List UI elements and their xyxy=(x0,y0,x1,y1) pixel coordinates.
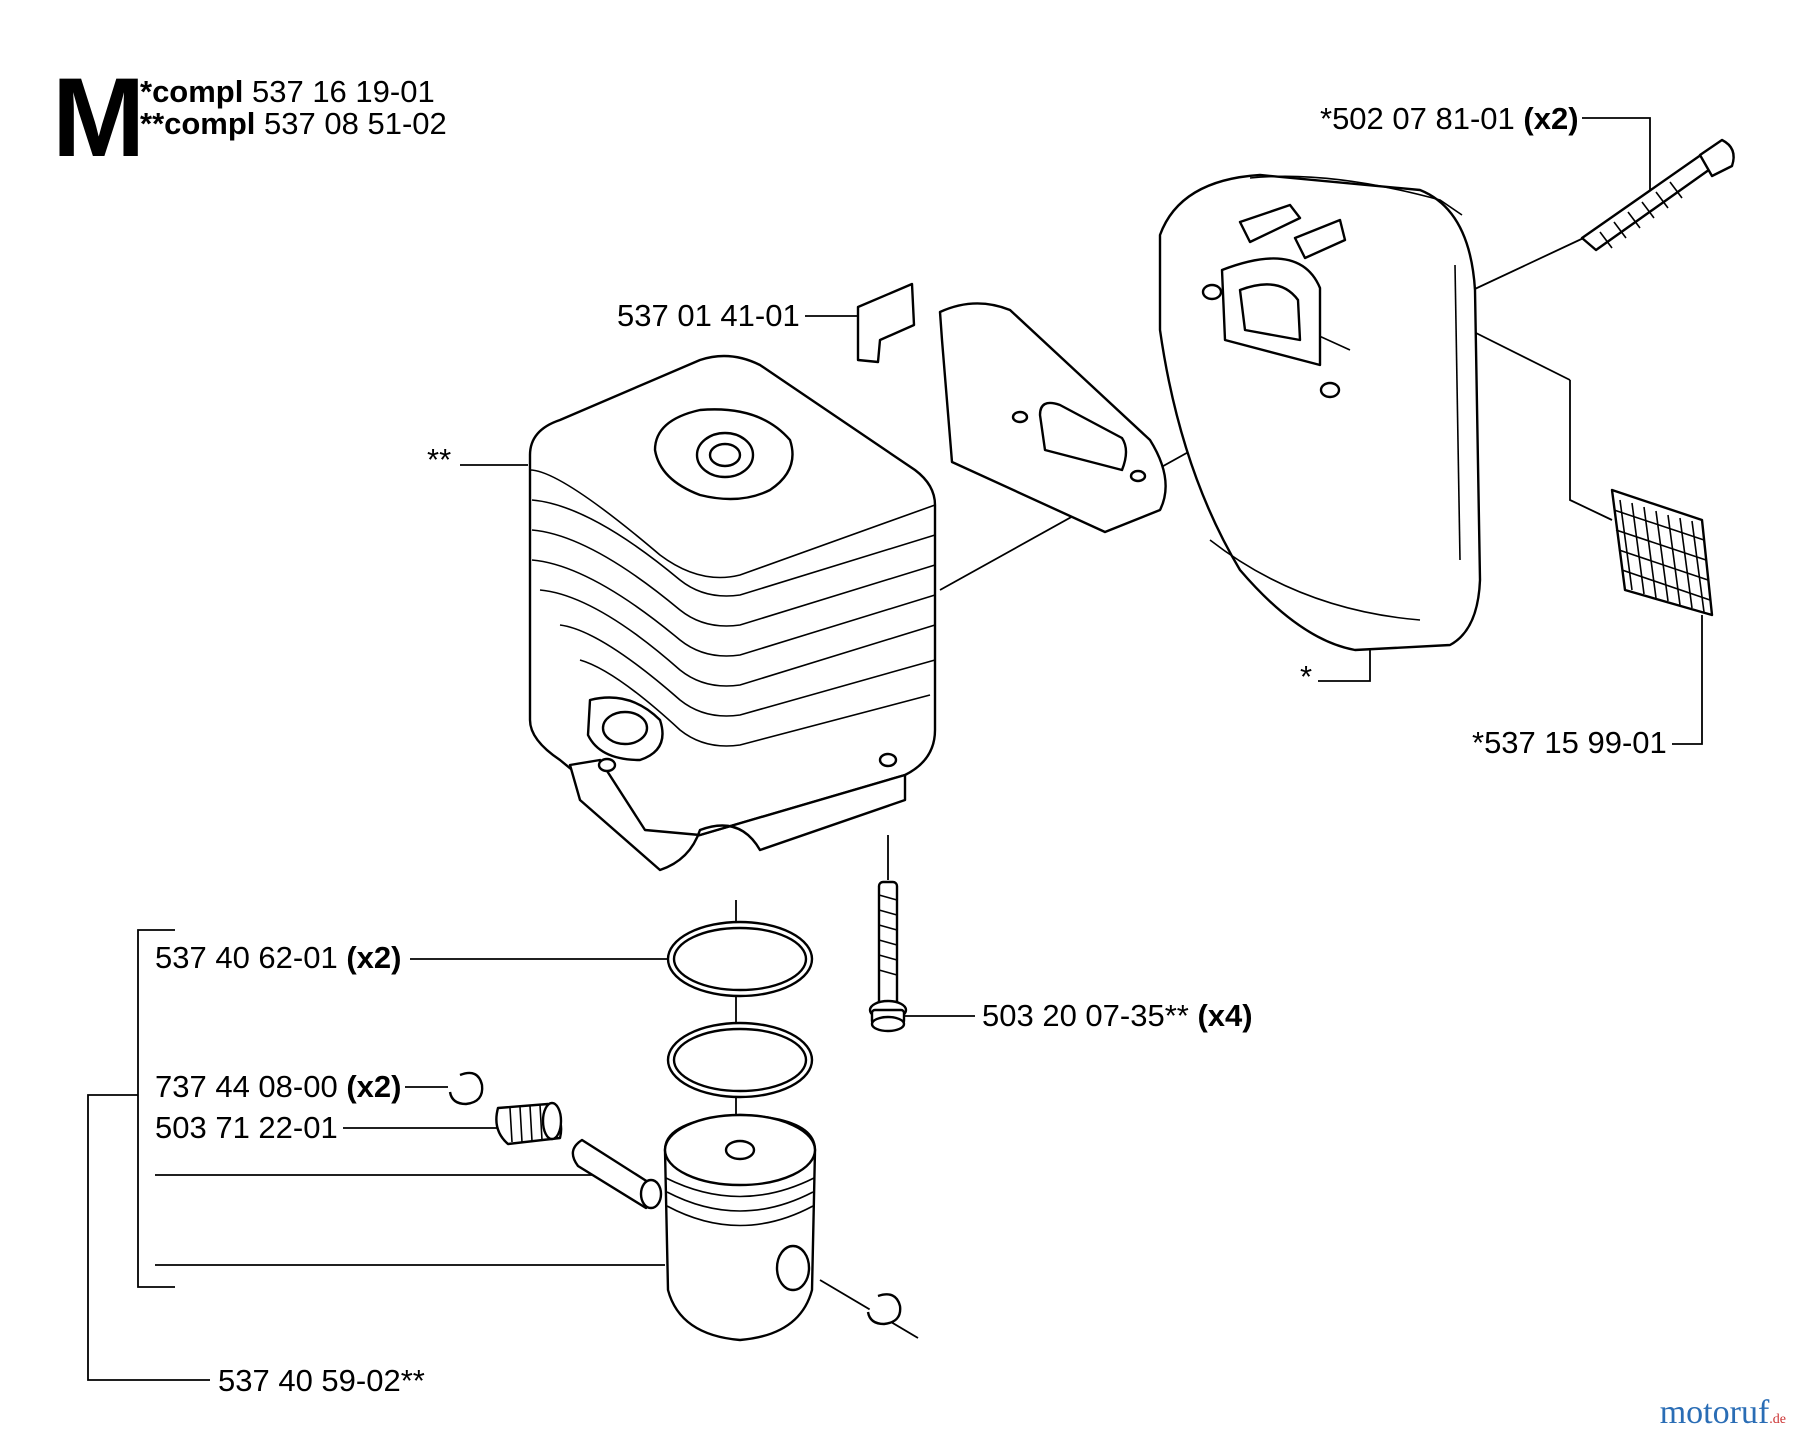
circlips-drawing xyxy=(448,1071,902,1326)
part-label-piston-ring: 537 40 62-01 (x2) xyxy=(155,940,402,975)
compl-line-2: **compl 537 08 51-02 xyxy=(140,106,447,141)
heat-shield-drawing xyxy=(856,282,1167,534)
section-letter: M xyxy=(52,55,145,180)
piston-pin-drawing xyxy=(571,1138,663,1210)
part-label-muffler-bolt: *502 07 81-01 (x2) xyxy=(1320,101,1579,136)
muffler-drawing xyxy=(1158,173,1482,652)
part-label-muffler: * xyxy=(1300,659,1313,694)
piston-rings-drawing xyxy=(666,920,814,1099)
muffler-bolt-drawing xyxy=(1580,138,1735,252)
part-label-needle-bearing: 503 71 22-01 xyxy=(155,1110,338,1145)
cylinder-bolt-drawing xyxy=(868,880,908,1033)
cylinder-drawing xyxy=(528,354,937,872)
part-label-cylinder: ** xyxy=(427,442,452,477)
part-label-piston-kit: 537 40 59-02** xyxy=(218,1363,425,1398)
compl-line-1: *compl 537 16 19-01 xyxy=(140,74,435,109)
piston-drawing xyxy=(663,1113,817,1342)
needle-bearing-drawing xyxy=(495,1101,563,1146)
part-label-circlip: 737 44 08-00 (x2) xyxy=(155,1069,402,1104)
part-label-heat-shield: 537 01 41-01 xyxy=(617,298,800,333)
watermark-logo: motoruf.de xyxy=(1659,1394,1786,1431)
part-label-cylinder-bolt: 503 20 07-35** (x4) xyxy=(982,998,1253,1033)
spark-screen-drawing xyxy=(1610,488,1714,617)
part-label-spark-screen: *537 15 99-01 xyxy=(1472,725,1667,760)
